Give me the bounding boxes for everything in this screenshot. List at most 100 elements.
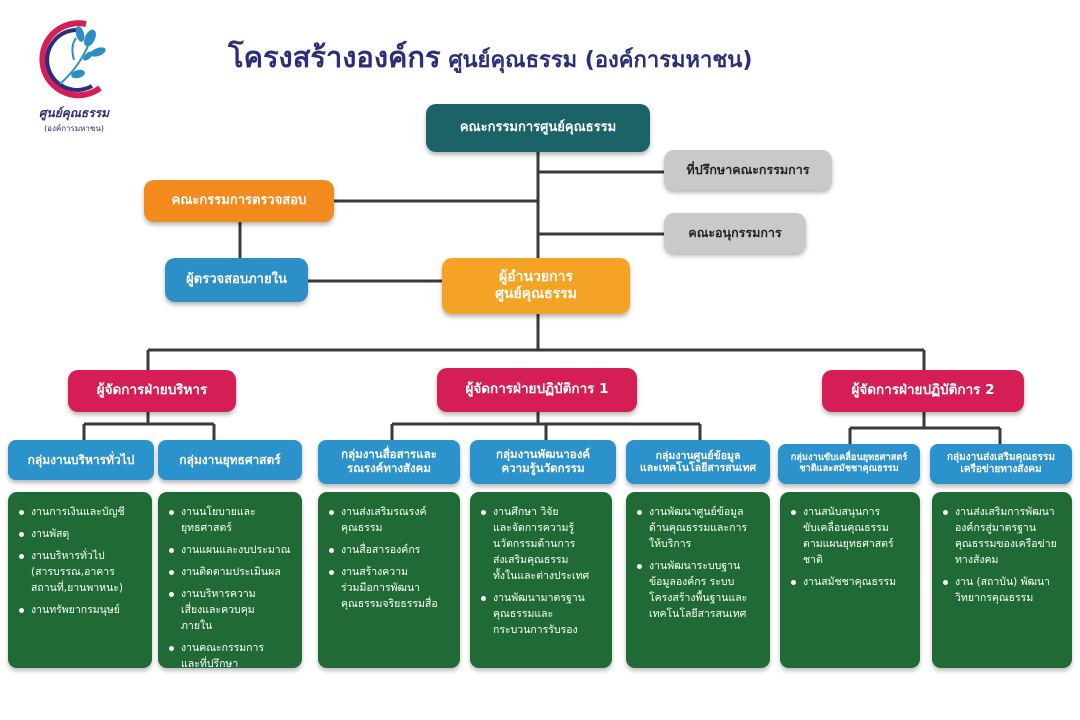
task-list-box-2: งานนโยบายและยุทธศาสตร์งานแผนและงบประมาณง… — [158, 492, 302, 670]
task-item-line: งานคณะกรรมการ — [181, 642, 265, 654]
group-header-line: และเทคโนโลยีสารสนเทศ — [639, 462, 757, 474]
internal-audit-box: ผู้ตรวจสอบภายใน — [165, 258, 308, 302]
task-list: งานนโยบายและยุทธศาสตร์งานแผนและงบประมาณง… — [168, 504, 294, 672]
group-header-6: กลุ่มงานขับเคลื่อนยุทธศาสตร์ชาติและสมัชช… — [778, 444, 920, 484]
director-label-line-2: ศูนย์คุณธรรม — [495, 286, 577, 302]
task-list: งานพัฒนาศูนย์ข้อมูลด้านคุณธรรมและการให้บ… — [636, 504, 762, 622]
task-item: งานพัสดุ — [18, 526, 144, 542]
task-item: งานศึกษา วิจัยและจัดการความรู้นวัตกรรมด้… — [480, 504, 604, 584]
task-item-line: ส่งเสริมคุณธรรม — [493, 554, 569, 566]
task-item: งานสมัชชาคุณธรรม — [790, 574, 912, 590]
task-item-line: งานทรัพยากรมนุษย์ — [31, 604, 120, 616]
task-item-line: คุณธรรมจริยธรรมสื่อ — [341, 598, 438, 610]
task-item-line: (สารบรรณ,อาคาร — [31, 566, 115, 578]
page-title: โครงสร้างองค์กรศูนย์คุณธรรม (องค์การมหาช… — [228, 34, 752, 78]
task-item-line: ร่วมมือการพัฒนา — [341, 582, 421, 594]
flower-brand-icon — [39, 20, 106, 99]
task-item: งานบริหารความเสี่ยงและควบคุมภายใน — [168, 586, 294, 634]
task-item-line: งานพัฒนาศูนย์ข้อมูล — [649, 506, 744, 518]
board-box: คณะกรรมการศูนย์คุณธรรม — [426, 104, 650, 152]
task-item-line: งานพัฒนามาตรฐาน — [493, 592, 585, 604]
task-item: งานสนับสนุนการขับเคลื่อนคุณธรรมตามแผนยุท… — [790, 504, 912, 568]
task-item-line: คุณธรรมของเครือข่าย — [955, 538, 1057, 550]
task-item: งานส่งเสริมรณรงค์คุณธรรม — [328, 504, 452, 536]
group-header-line: ความรู้นวัตกรรม — [501, 461, 585, 475]
task-item-line: งานพัสดุ — [31, 528, 70, 540]
subcommittee-label: คณะอนุกรรมการ — [688, 224, 782, 240]
group-header-3: กลุ่มงานสื่อสารและรณรงค์ทางสังคม — [318, 440, 460, 484]
audit-committee-box: คณะกรรมการตรวจสอบ — [144, 180, 334, 222]
task-list: งานสนับสนุนการขับเคลื่อนคุณธรรมตามแผนยุท… — [790, 504, 912, 590]
task-item-line: และจัดการความรู้ — [493, 522, 575, 534]
task-item-line: สถานที่,ยานพาหนะ) — [31, 582, 123, 594]
task-item: งานบริหารทั่วไป (สารบรรณ,อาคารสถานที่,ยาน… — [18, 548, 144, 596]
task-item-line: วิทยากรคุณธรรม — [955, 592, 1034, 604]
group-header-5: กลุ่มงานศูนย์ข้อมูลและเทคโนโลยีสารสนเทศ — [626, 440, 770, 484]
task-item-line: งานแผนและงบประมาณ — [181, 544, 291, 556]
group-header-line: กลุ่มงานศูนย์ข้อมูล — [655, 449, 741, 462]
task-list-box-5: งานพัฒนาศูนย์ข้อมูลด้านคุณธรรมและการให้บ… — [626, 492, 770, 668]
task-item-line: งานสื่อสารองค์กร — [341, 544, 421, 556]
task-list-box-7: งานส่งเสริมการพัฒนาองค์กรสู่มาตรฐานคุณธร… — [932, 492, 1072, 668]
logo-name: ศูนย์คุณธรรม — [38, 106, 110, 120]
task-item: งานสื่อสารองค์กร — [328, 542, 452, 558]
group-header-7: กลุ่มงานส่งเสริมคุณธรรมเครือข่ายทางสังคม — [930, 444, 1072, 484]
task-item-line: งานบริหารความ — [181, 588, 256, 600]
task-item: งานติดตามประเมินผล — [168, 564, 294, 580]
task-item-line: คุณธรรมและ — [493, 608, 554, 620]
group-header-line: กลุ่มงานยุทธศาสตร์ — [179, 452, 281, 467]
brand-logo: ศูนย์คุณธรรม (องค์การมหาชน) — [28, 14, 120, 136]
task-item-line: งานสร้างความ — [341, 566, 409, 578]
task-item-line: ข้อมูลองค์กร ระบบ — [649, 576, 735, 588]
task-item-line: งาน (สถาบัน) พัฒนา — [955, 576, 1051, 588]
subcommittee-box: คณะอนุกรรมการ — [664, 213, 806, 253]
task-item-line: เสี่ยงและควบคุม — [181, 604, 255, 616]
task-list-box-6: งานสนับสนุนการขับเคลื่อนคุณธรรมตามแผนยุท… — [780, 492, 920, 668]
task-list-box-1: งานการเงินและบัญชีงานพัสดุงานบริหารทั่วไ… — [8, 492, 152, 668]
task-item-line: ขับเคลื่อนคุณธรรม — [803, 522, 889, 534]
task-item-line: ยุทธศาสตร์ — [181, 522, 232, 534]
task-item-line: ให้บริการ — [649, 538, 692, 550]
task-item-line: ชาติ — [803, 554, 823, 566]
task-item-line: องค์กรสู่มาตรฐาน — [955, 522, 1037, 534]
task-item-line: โครงสร้างพื้นฐานและ — [649, 592, 748, 604]
task-item-line: ตามแผนยุทธศาสตร์ — [803, 538, 894, 550]
task-item-line: งานพัฒนาระบบฐาน — [649, 560, 741, 572]
task-list: งานส่งเสริมการพัฒนาองค์กรสู่มาตรฐานคุณธร… — [942, 504, 1064, 606]
task-item-line: งานนโยบายและ — [181, 506, 256, 518]
task-item: งานพัฒนาศูนย์ข้อมูลด้านคุณธรรมและการให้บ… — [636, 504, 762, 552]
page-title-sub: ศูนย์คุณธรรม (องค์การมหาชน) — [448, 48, 753, 73]
task-item: งานแผนและงบประมาณ — [168, 542, 294, 558]
task-item-line: ทางสังคม — [955, 554, 999, 566]
task-item: งานทรัพยากรมนุษย์ — [18, 602, 144, 618]
group-header-line: กลุ่มงานพัฒนาองค์ — [495, 447, 591, 462]
manager-ops1-box: ผู้จัดการฝ่ายปฏิบัติการ 1 — [437, 368, 637, 412]
task-item-line: กระบวนการรับรอง — [493, 624, 578, 636]
group-header-line: รณรงค์ทางสังคม — [347, 461, 431, 475]
manager-admin-label: ผู้จัดการฝ่ายบริหาร — [96, 382, 208, 399]
task-list: งานการเงินและบัญชีงานพัสดุงานบริหารทั่วไ… — [18, 504, 144, 618]
task-item-line: งานบริหารทั่วไป — [31, 550, 105, 562]
board-label: คณะกรรมการศูนย์คุณธรรม — [459, 120, 617, 136]
task-item-line: ภายใน — [181, 620, 213, 632]
manager-ops1-label: ผู้จัดการฝ่ายปฏิบัติการ 1 — [465, 381, 609, 398]
manager-ops2-label: ผู้จัดการฝ่ายปฏิบัติการ 2 — [851, 382, 995, 399]
group-header-2: กลุ่มงานยุทธศาสตร์ — [158, 440, 302, 480]
group-header-line: กลุ่มงานสื่อสารและ — [341, 447, 437, 462]
director-label-line-1: ผู้อำนวยการ — [499, 269, 573, 286]
audit-committee-label: คณะกรรมการตรวจสอบ — [171, 193, 307, 209]
task-item-line: คุณธรรม — [341, 522, 383, 534]
task-item: งานการเงินและบัญชี — [18, 504, 144, 520]
director-box: ผู้อำนวยการ ศูนย์คุณธรรม — [442, 258, 630, 314]
task-list: งานศึกษา วิจัยและจัดการความรู้นวัตกรรมด้… — [480, 504, 604, 638]
task-list-box-4: งานศึกษา วิจัยและจัดการความรู้นวัตกรรมด้… — [470, 492, 612, 668]
task-item: งานคณะกรรมการและที่ปรึกษา — [168, 640, 294, 672]
task-list-box-3: งานส่งเสริมรณรงค์คุณธรรมงานสื่อสารองค์กร… — [318, 492, 460, 668]
task-item-line: งานส่งเสริมรณรงค์ — [341, 506, 427, 518]
task-item-line: งานสมัชชาคุณธรรม — [803, 576, 897, 588]
group-header-1: กลุ่มงานบริหารทั่วไป — [8, 440, 154, 480]
task-item-line: นวัตกรรมด้านการ — [493, 538, 576, 550]
task-item: งานพัฒนามาตรฐานคุณธรรมและกระบวนการรับรอง — [480, 590, 604, 638]
task-item-line: งานการเงินและบัญชี — [31, 506, 125, 518]
